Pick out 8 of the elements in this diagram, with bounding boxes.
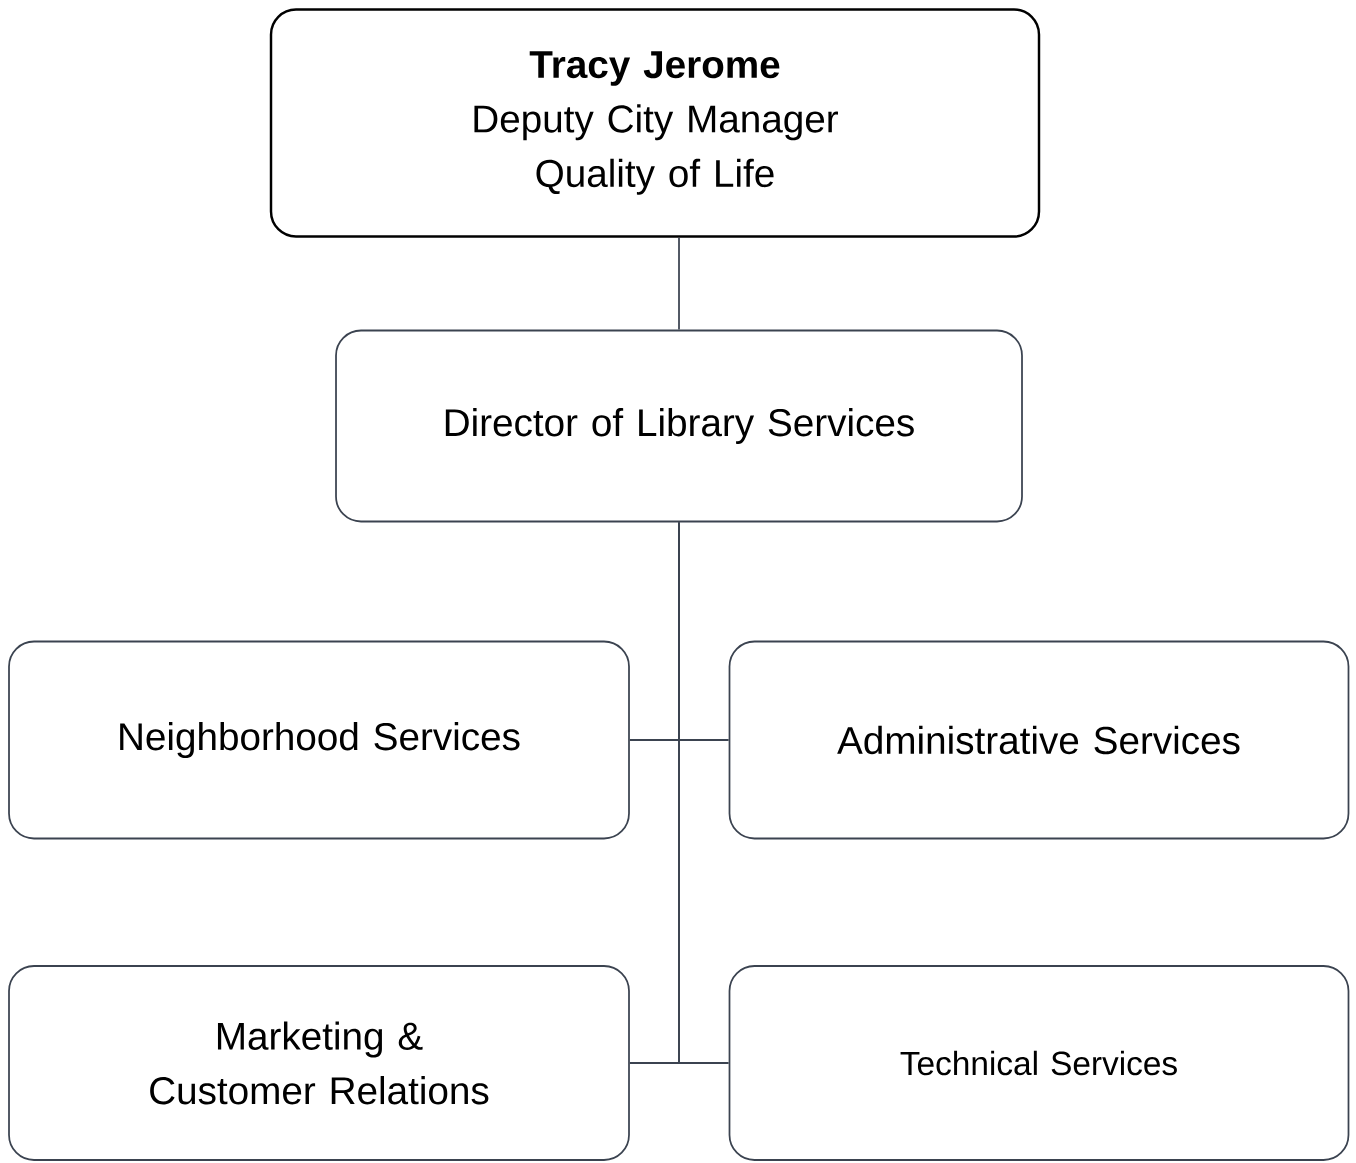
org-box: Tracy Jerome Deputy City Manager Quality of Life (269, 8, 1041, 238)
org-box: Director of Library Services (335, 329, 1023, 523)
org-box: Marketing & Customer Relations (8, 965, 630, 1161)
org-box: Neighborhood Services (8, 640, 630, 840)
org-box: Administrative Services (728, 640, 1350, 840)
connector-line (678, 236, 680, 331)
connector-line (678, 521, 730, 1064)
org-box: Technical Services (728, 965, 1350, 1161)
